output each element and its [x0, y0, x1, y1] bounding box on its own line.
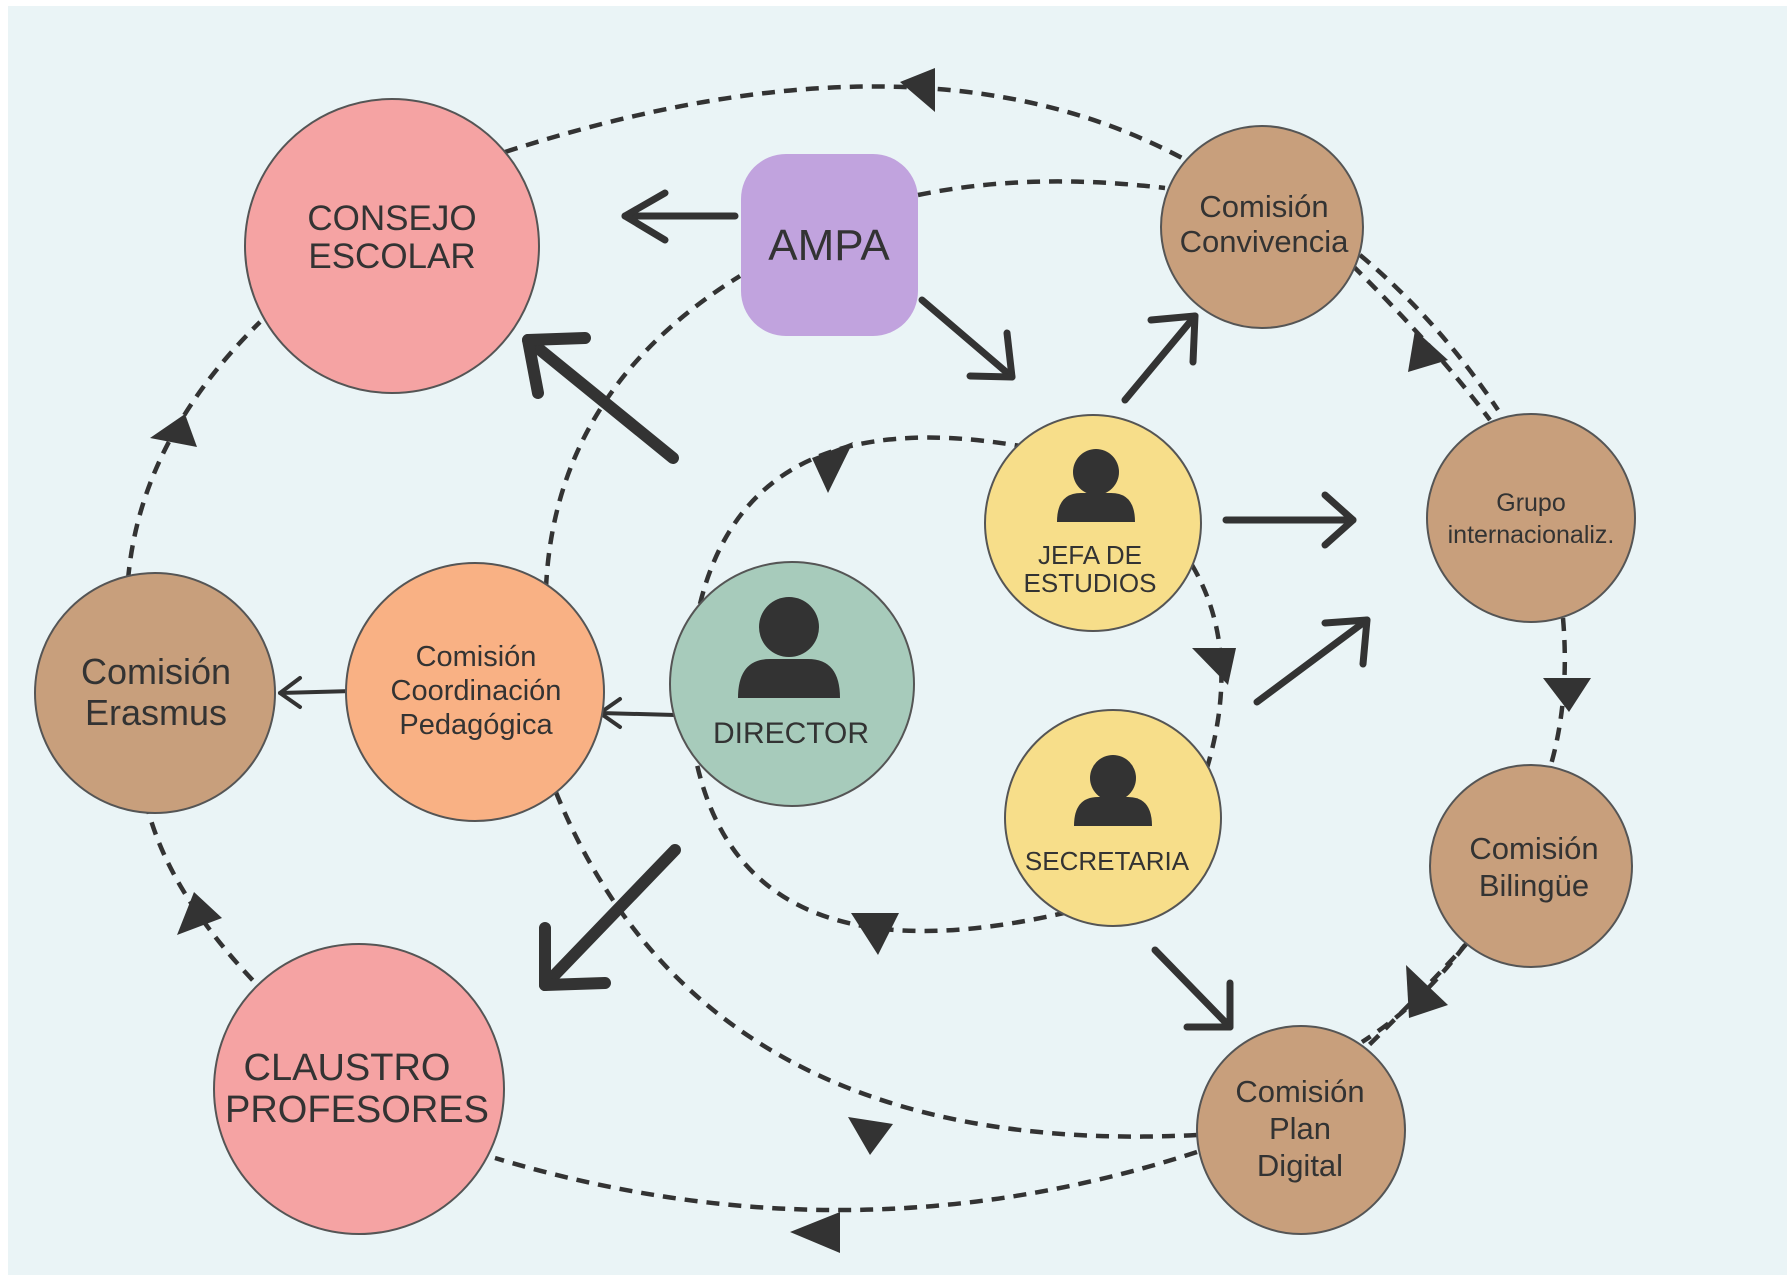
erasmus-circle: [34, 572, 276, 814]
arrowhead-bilingue-plan: [1406, 965, 1448, 1018]
arrowhead-bottom: [790, 1212, 840, 1253]
bilingue-line2: Bilingüe: [1479, 868, 1589, 903]
person-icon: [1074, 755, 1152, 826]
arrowhead-inner-secretaria-director: [851, 913, 899, 955]
convivencia-circle: [1160, 125, 1364, 329]
middle-cycle-convivencia-grupo: [1358, 253, 1500, 412]
inner-cycle-secretaria-director: [693, 759, 1069, 934]
arrowhead-convivencia-grupo: [1408, 330, 1448, 372]
bilingue-circle: [1429, 764, 1633, 968]
plan-digital-line1: Comisión: [1235, 1074, 1364, 1109]
middle-cycle-plan-coordinacion: [552, 789, 1198, 1139]
outer-cycle-top: [504, 84, 1184, 160]
node-director: DIRECTOR: [669, 561, 915, 807]
arrowhead-top: [900, 68, 935, 112]
plan-digital-line2: Plan: [1269, 1111, 1331, 1146]
middle-cycle-ampa-convivencia: [917, 179, 1166, 198]
inner-cycle-director-jefa: [697, 435, 1021, 605]
claustro-line1: CLAUSTRO: [244, 1047, 451, 1089]
node-comision-convivencia: Comisión Convivencia: [1160, 125, 1364, 329]
arrow-ampa-to-consejo: [621, 189, 739, 244]
person-icon: [1057, 449, 1135, 522]
ampa-box: [741, 154, 918, 336]
grupo-circle: [1426, 413, 1636, 623]
consejo-escolar-circle: [244, 98, 540, 394]
node-comision-erasmus: Comisión Erasmus: [34, 572, 276, 814]
node-jefa-de-estudios: JEFA DE ESTUDIOS: [984, 414, 1202, 632]
node-comision-plan-digital: Comisión Plan Digital: [1196, 1025, 1406, 1235]
arrow-secretaria-to-plan: [1151, 946, 1234, 1031]
arrowhead-grupo-bilingue: [1543, 678, 1591, 712]
arrow-ampa-to-center: [918, 296, 1016, 381]
jefa-circle: [984, 414, 1202, 632]
arrowhead-erasmus-consejo: [150, 414, 197, 447]
node-comision-coordinacion-pedagogica: Comisión Coordinación Pedagógica: [345, 562, 605, 822]
node-ampa: AMPA: [741, 154, 918, 336]
arrow-jefa-to-grupo: [1222, 491, 1357, 549]
grupo-line2: internacionaliz.: [1448, 521, 1615, 549]
outer-cycle-bottom: [494, 1149, 1198, 1213]
arrowhead-claustro-erasmus: [177, 892, 222, 935]
node-consejo-escolar: CONSEJO ESCOLAR: [244, 98, 540, 394]
node-grupo-internacionalizacion: Grupo internacionaliz.: [1426, 413, 1636, 623]
secretaria-label: SECRETARIA: [1025, 846, 1190, 876]
node-comision-bilingue: Comisión Bilingüe: [1429, 764, 1633, 968]
plan-digital-line3: Digital: [1257, 1148, 1343, 1183]
arrowhead-inner-director-jefa: [812, 442, 853, 493]
cycle-direction-arrowheads: [150, 68, 1591, 1253]
coordinacion-line2: Coordinación: [391, 675, 562, 707]
ampa-label: AMPA: [768, 221, 890, 270]
director-label: DIRECTOR: [713, 717, 869, 750]
erasmus-line2: Erasmus: [85, 692, 227, 733]
convivencia-line2: Convivencia: [1180, 224, 1350, 259]
erasmus-line1: Comisión: [81, 651, 231, 692]
bilingue-line1: Comisión: [1469, 831, 1598, 866]
middle-cycle-coordinacion-ampa: [543, 274, 742, 589]
outer-cycle-erasmus-consejo: [125, 320, 262, 581]
claustro-circle: [213, 943, 505, 1235]
grupo-line1: Grupo: [1496, 489, 1565, 517]
outer-cycle-claustro-erasmus: [145, 809, 270, 998]
arrowhead-inner-jefa-secretaria: [1192, 648, 1236, 685]
convivencia-line1: Comisión: [1199, 189, 1328, 224]
node-claustro-profesores: CLAUSTRO PROFESORES: [213, 943, 505, 1235]
arrow-director-to-consejo: [522, 332, 679, 464]
arrow-center-to-grupo: [1253, 616, 1371, 706]
node-secretaria: SECRETARIA: [1004, 709, 1222, 927]
consejo-escolar-line1: CONSEJO: [307, 199, 476, 238]
person-icon: [738, 597, 840, 698]
plan-digital-circle: [1196, 1025, 1406, 1235]
arrowhead-middle-plan-coordinacion: [848, 1117, 893, 1155]
consejo-escolar-line2: ESCOLAR: [308, 237, 475, 276]
arrow-jefa-to-convivencia: [1121, 312, 1199, 404]
coordinacion-line1: Comisión: [416, 641, 537, 673]
arrow-coordinacion-to-erasmus: [278, 676, 355, 709]
arrow-director-to-claustro: [539, 844, 681, 991]
coordinacion-line3: Pedagógica: [399, 709, 553, 741]
claustro-line2: PROFESORES: [225, 1089, 489, 1131]
solid-arrows: [278, 189, 1371, 1031]
jefa-line1: JEFA DE: [1038, 540, 1142, 570]
coordinacion-circle: [345, 562, 605, 822]
jefa-line2: ESTUDIOS: [1024, 568, 1157, 598]
